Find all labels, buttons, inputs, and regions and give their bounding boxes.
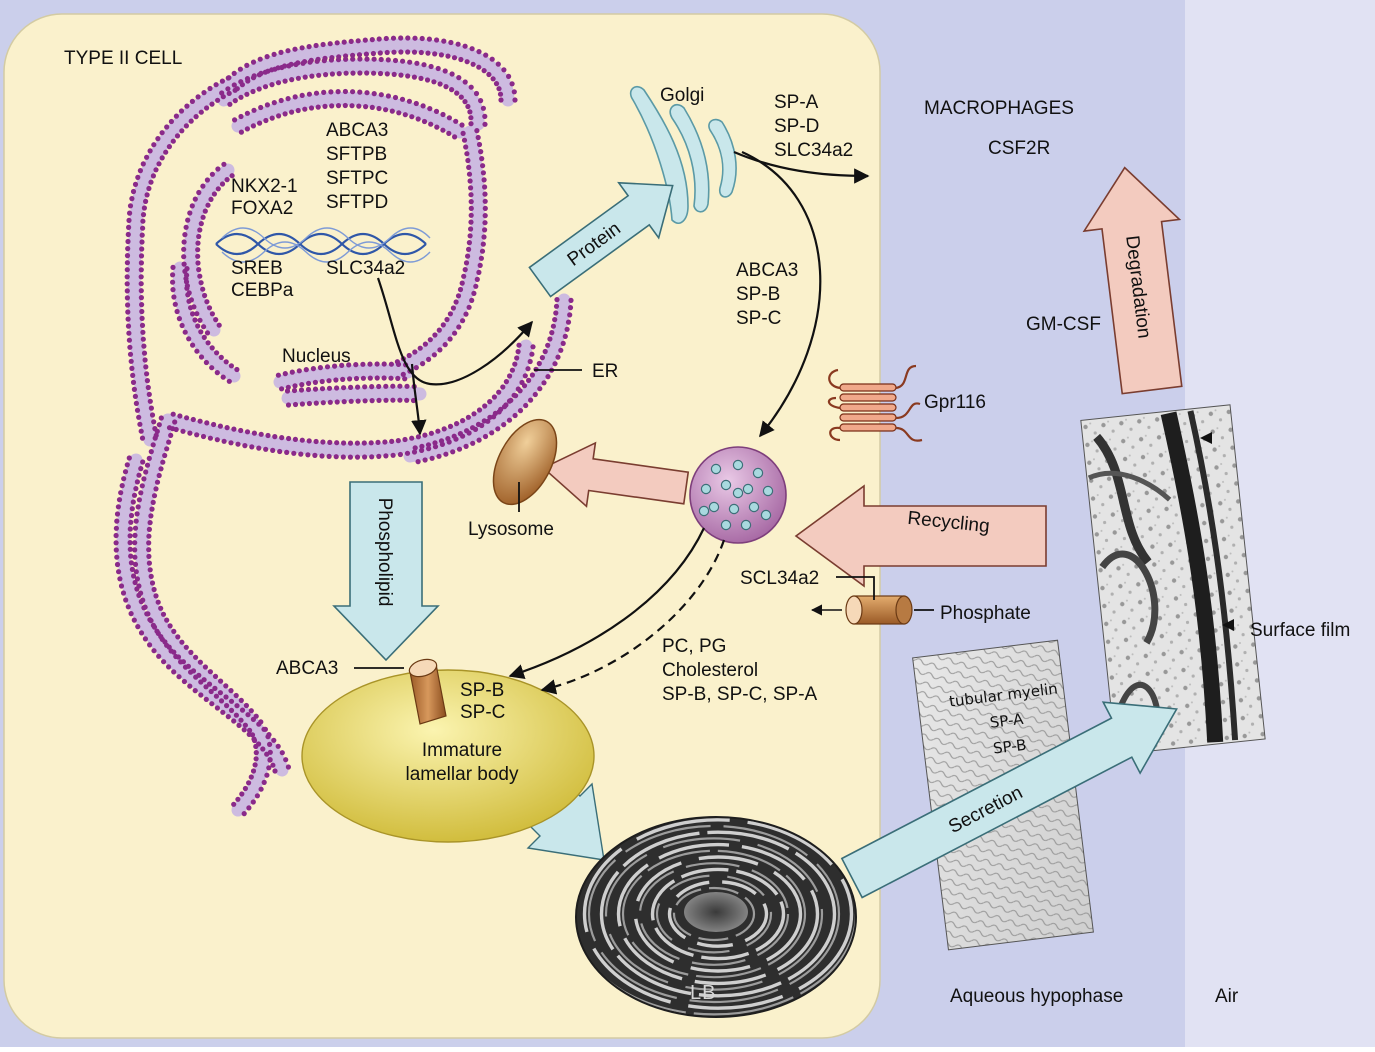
- golgi-secretion-line: [733, 150, 870, 184]
- lb-lipid-labels-line-2: SP-B, SP-C, SP-A: [662, 684, 818, 705]
- er-top-loop: [225, 38, 515, 107]
- er-right-sheet: [403, 293, 571, 463]
- immature-lamellar-body-icon: [301, 669, 595, 843]
- immature-lb-labels-line-1: lamellar body: [406, 764, 519, 785]
- golgi-out-labels-line-0: SP-A: [774, 92, 819, 113]
- lysosome-label: Lysosome: [468, 519, 554, 540]
- nuclear-envelope-bottom: [273, 364, 415, 389]
- air-label: Air: [1215, 986, 1239, 1007]
- phosphate-label: Phosphate: [940, 603, 1031, 624]
- surface-film-label: Surface film: [1250, 620, 1350, 641]
- flow-arrows: [376, 150, 870, 695]
- csf2r-label: CSF2R: [988, 138, 1050, 159]
- golgi-out-labels-line-1: SP-D: [774, 116, 819, 137]
- er-long-tail: [116, 453, 289, 777]
- lb-label: LB: [690, 982, 716, 1004]
- golgi-to-mvb-line: [741, 150, 822, 438]
- ribosome-dots: [113, 35, 574, 817]
- gmcsf-label: GM-CSF: [1026, 314, 1101, 335]
- degradation-arrow: Degradation: [1082, 166, 1183, 395]
- abca3-lb-label: ABCA3: [276, 658, 338, 679]
- er-top-sheet: [217, 59, 485, 131]
- nuclear-envelope-base: [281, 386, 427, 405]
- lb-protein-labels-line-0: SP-B: [460, 680, 504, 701]
- scl34a2-pointer: [836, 576, 875, 600]
- golgi-label: Golgi: [660, 85, 704, 106]
- tubular-myelin-labels-line-1: SP-A: [989, 710, 1025, 732]
- abca3-transporter-icon: [408, 658, 447, 725]
- surface-film-arrowhead-top-icon: [1200, 432, 1212, 444]
- recycling-arrow: [794, 484, 1047, 588]
- endoplasmic-reticulum: [116, 38, 571, 817]
- genes-bottom-left-line-0: SREB: [231, 258, 283, 279]
- genes-right-line-3: SFTPD: [326, 192, 388, 213]
- genes-right-line-0: ABCA3: [326, 120, 388, 141]
- genes-right-line-1: SFTPB: [326, 144, 387, 165]
- cell-title: TYPE II CELL: [64, 48, 182, 69]
- gene-to-lb-line: [410, 363, 427, 436]
- surface-film-micrograph: [1080, 404, 1266, 756]
- er-label: ER: [592, 361, 618, 382]
- genes-left-line-0: NKX2-1: [231, 176, 298, 197]
- lysosome-icon: [492, 418, 558, 506]
- nuclear-envelope-left: [184, 163, 235, 337]
- multi-line-labels: NKX2-1FOXA2ABCA3SFTPBSFTPCSFTPDSREBCEBPa…: [231, 92, 1059, 785]
- lb-protein-labels-line-1: SP-C: [460, 702, 505, 723]
- golgi-to-mvb-labels-line-0: ABCA3: [736, 260, 798, 281]
- er-left-tail: [135, 413, 270, 817]
- genes-right-line-2: SFTPC: [326, 168, 388, 189]
- mvb-to-lb-line: [508, 527, 705, 680]
- gpr116-label: Gpr116: [924, 392, 986, 413]
- macrophages-title: MACROPHAGES: [924, 98, 1074, 119]
- gene-to-er-line: [376, 277, 533, 386]
- phospholipid-arrow: Phospholipid: [332, 481, 440, 662]
- golgi-out-labels-line-2: SLC34a2: [774, 140, 853, 161]
- er-lower-sheet: [161, 339, 533, 457]
- tubular-myelin-labels-line-2: SP-B: [992, 736, 1027, 758]
- lb-lipid-labels-line-1: Cholesterol: [662, 660, 758, 681]
- nucleus-label: Nucleus: [282, 346, 351, 367]
- nuclear-envelope-lower: [173, 261, 241, 383]
- nuclear-envelope-right: [389, 125, 485, 377]
- golgi-to-mvb-labels-line-1: SP-B: [736, 284, 780, 305]
- golgi-to-mvb-labels-line-2: SP-C: [736, 308, 781, 329]
- phospholipid-arrow-label: Phospholipid: [374, 498, 395, 607]
- scl34a2-transporter-icon: [845, 595, 913, 625]
- mvb-to-lb-dashed-line: [540, 539, 726, 695]
- lamellar-body-micrograph: [576, 817, 856, 1017]
- surface-film-arrowhead-icon: [1222, 619, 1234, 631]
- immature-lb-labels-line-0: Immature: [422, 740, 502, 761]
- nuclear-envelope-arc: [231, 92, 467, 139]
- lysosome-arrow: [541, 441, 690, 508]
- dna-helix-icon: [215, 227, 431, 263]
- gpr116-receptor-icon: [827, 364, 923, 442]
- er-outer-sheet: [127, 77, 239, 447]
- genes-left-line-1: FOXA2: [231, 198, 293, 219]
- vesicle-dots: [698, 459, 774, 531]
- lb-lipid-labels-line-0: PC, PG: [662, 636, 726, 657]
- genes-bottom-left-line-1: CEBPa: [231, 280, 294, 301]
- gene-bottom-right-label: SLC34a2: [326, 258, 405, 279]
- scl34a2-label: SCL34a2: [740, 568, 819, 589]
- golgi-icon: [629, 85, 737, 224]
- hypophase-label: Aqueous hypophase: [950, 986, 1123, 1007]
